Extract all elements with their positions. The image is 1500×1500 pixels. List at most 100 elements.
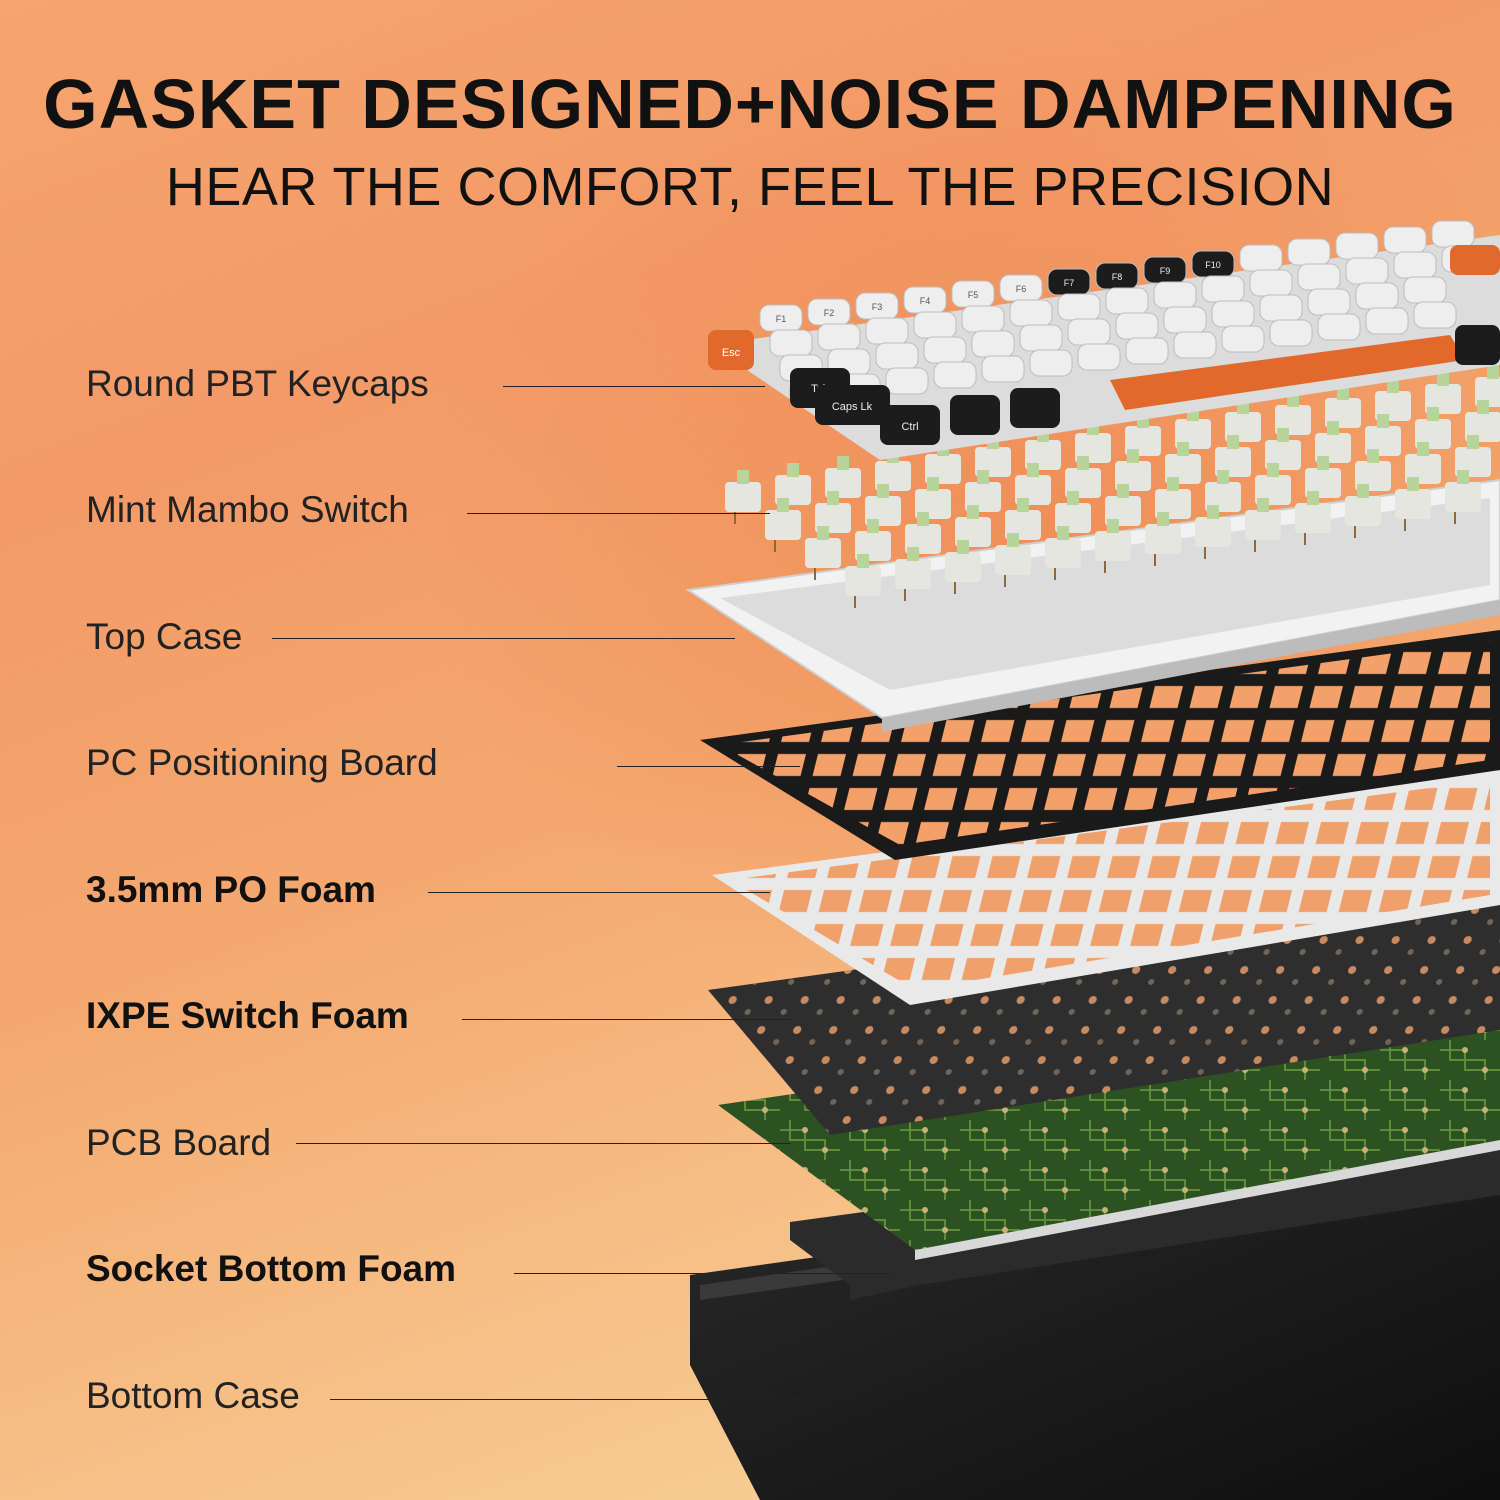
switch-stem (787, 463, 799, 477)
keycap-legend: F5 (968, 290, 979, 300)
leader-line-3-5mm-po-foam (428, 892, 770, 893)
switch-housing (1345, 496, 1381, 526)
keycap (1211, 300, 1255, 328)
switch-housing (905, 524, 941, 554)
switch-stem (1027, 463, 1039, 477)
keycap (1297, 263, 1341, 291)
keycap (1067, 318, 1111, 346)
keycap (1355, 282, 1399, 310)
switch-stem (927, 477, 939, 491)
keycap (913, 311, 957, 339)
switch-housing (1445, 482, 1481, 512)
switch-stem (817, 526, 829, 540)
switch-stem (1327, 421, 1339, 435)
switch-housing (895, 559, 931, 589)
keycap-legend: F3 (872, 302, 883, 312)
switch-housing (1055, 503, 1091, 533)
switch-housing (1225, 412, 1261, 442)
leader-line-socket-bottom-foam (514, 1273, 890, 1274)
keycap (981, 355, 1025, 383)
switch-stem (1407, 477, 1419, 491)
keycap (885, 367, 929, 395)
switch-housing (1215, 447, 1251, 477)
switch-stem (1437, 372, 1449, 386)
switch-stem (1167, 477, 1179, 491)
keycap (1317, 313, 1361, 341)
switch-stem (917, 512, 929, 526)
keycap (1057, 293, 1101, 321)
switch-stem (1427, 407, 1439, 421)
switch-housing (1315, 433, 1351, 463)
switch-housing (1325, 398, 1361, 428)
leader-line-top-case (272, 638, 735, 639)
switch-stem (1067, 491, 1079, 505)
switch-housing (1405, 454, 1441, 484)
keycap-legend: F4 (920, 296, 931, 306)
switch-housing (1305, 468, 1341, 498)
switch-stem (1477, 400, 1489, 414)
keycap (1221, 325, 1265, 353)
switch-housing (825, 468, 861, 498)
keycap (1239, 244, 1283, 272)
switch-housing (765, 510, 801, 540)
switch-housing (1255, 475, 1291, 505)
switch-stem (1387, 379, 1399, 393)
switch-housing (945, 552, 981, 582)
switch-housing (1065, 468, 1101, 498)
switch-housing (1395, 489, 1431, 519)
keycap (1077, 343, 1121, 371)
leader-line-pcb-board (296, 1143, 790, 1144)
switch-housing (1355, 461, 1391, 491)
switch-stem (737, 470, 749, 484)
switch-housing (1375, 391, 1411, 421)
keycap (1163, 306, 1207, 334)
keycap (1125, 337, 1169, 365)
switch-housing (1425, 384, 1461, 414)
switch-housing (1475, 377, 1500, 407)
switch-housing (845, 566, 881, 596)
switch-stem (1467, 435, 1479, 449)
switch-stem (1017, 498, 1029, 512)
keycap (875, 342, 919, 370)
switch-stem (1117, 484, 1129, 498)
switch-stem (1367, 449, 1379, 463)
switch-housing (1125, 426, 1161, 456)
keycap (1287, 238, 1331, 266)
switch-housing (1365, 426, 1401, 456)
switch-housing (1205, 482, 1241, 512)
caps-keycap-legend: Caps Lk (832, 401, 873, 413)
switch-stem (1257, 498, 1269, 512)
keycap (1413, 301, 1457, 329)
keycap-legend: F8 (1112, 272, 1123, 282)
switch-housing (1265, 440, 1301, 470)
switch-housing (1045, 538, 1081, 568)
layer-label-mint-mambo-switch: Mint Mambo Switch (86, 489, 409, 530)
keycap (1105, 287, 1149, 315)
switch-stem (1157, 512, 1169, 526)
switch-stem (1227, 435, 1239, 449)
keycap (933, 361, 977, 389)
switch-stem (1357, 484, 1369, 498)
layer-label-pc-positioning-board: PC Positioning Board (86, 742, 438, 783)
keycap-legend: F9 (1160, 266, 1171, 276)
keycap (1403, 276, 1447, 304)
switch-housing (1165, 454, 1201, 484)
keycap (769, 329, 813, 357)
switch-housing (725, 482, 761, 512)
keycap (1365, 307, 1409, 335)
keycap-legend: F6 (1016, 284, 1027, 294)
switch-housing (915, 489, 951, 519)
switch-stem (877, 484, 889, 498)
keycap (1383, 226, 1427, 254)
keycap (817, 323, 861, 351)
keycap (1259, 294, 1303, 322)
switch-housing (805, 538, 841, 568)
keycap-legend: F7 (1064, 278, 1075, 288)
switch-stem (1487, 365, 1499, 379)
ctrl-keycap-legend: Ctrl (901, 421, 918, 433)
po-foam-layer (712, 770, 1500, 1005)
keycap (971, 330, 1015, 358)
layer-label-socket-bottom-foam: Socket Bottom Foam (86, 1248, 457, 1289)
switch-housing (855, 531, 891, 561)
